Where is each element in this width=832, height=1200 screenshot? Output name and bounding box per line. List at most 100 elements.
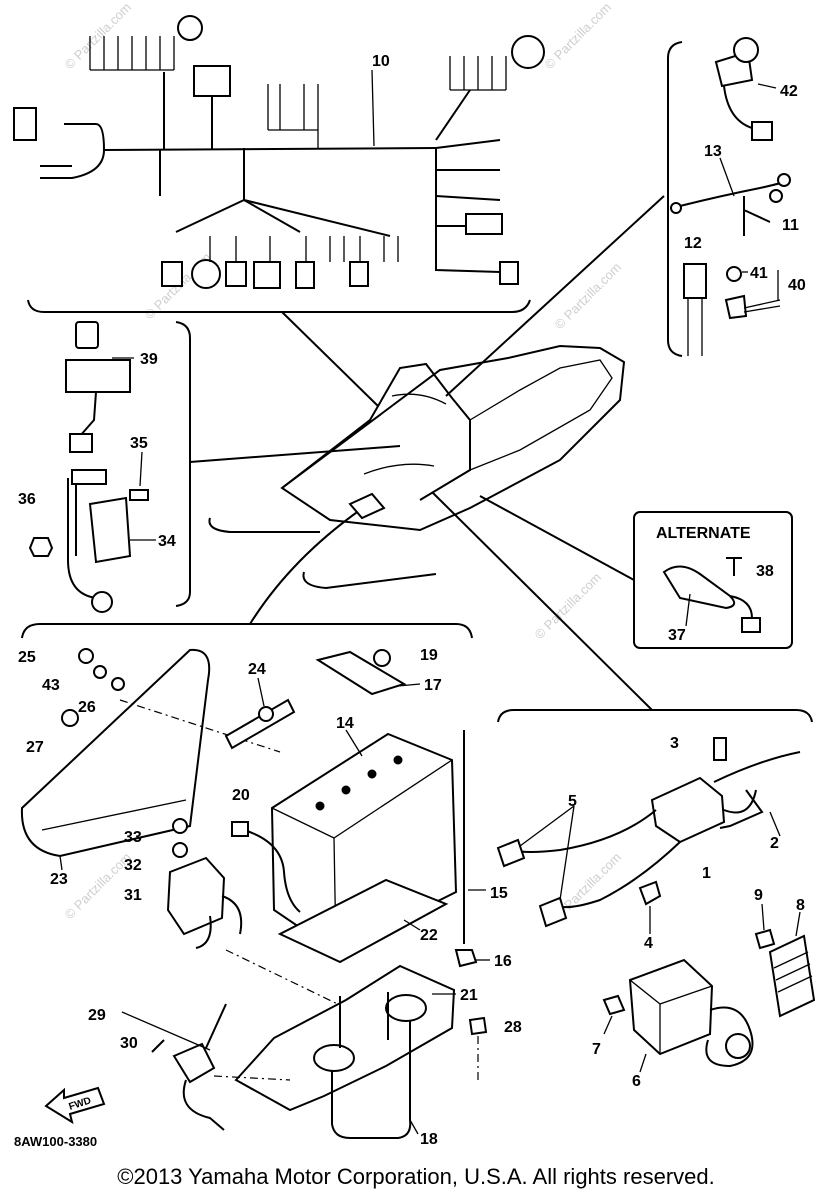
part-40-lamp	[724, 294, 748, 320]
part-14-cell-cap	[367, 769, 377, 779]
part-42-plug	[751, 121, 773, 141]
leader-line	[139, 451, 143, 487]
callout-label: 36	[18, 491, 36, 508]
leader-line	[257, 677, 265, 707]
snowmobile-outline	[208, 344, 626, 590]
part-13-terminal	[670, 202, 682, 214]
harness-connector	[465, 213, 503, 235]
front-arrow	[44, 1086, 106, 1125]
part-6-harness	[705, 1006, 754, 1068]
assembly-line	[119, 699, 281, 753]
callout-label: 15	[490, 885, 508, 902]
callout-label: 10	[372, 53, 390, 70]
watermark: © Partzilla.com	[62, 0, 135, 72]
alternate-parts	[662, 557, 761, 633]
right-panel-bracket	[667, 41, 683, 357]
part-41-bulb	[726, 266, 742, 282]
leader-line	[685, 593, 691, 627]
leader-line	[795, 911, 801, 937]
part-12-leads	[687, 298, 703, 356]
snowmobile-body	[280, 344, 626, 532]
callout-label: 20	[232, 787, 250, 804]
part-24-strap	[224, 698, 296, 750]
part-34-bracket	[71, 469, 107, 485]
part-14-cell-cap	[393, 755, 403, 765]
leader-line	[603, 1015, 613, 1035]
part-8-regulator	[768, 934, 816, 1018]
callout-label: 16	[494, 953, 512, 970]
callout-label: 17	[424, 677, 442, 694]
part-6-cdi-face	[629, 979, 713, 1054]
leader-line	[121, 1011, 211, 1051]
harness-connector	[295, 261, 315, 289]
part-13-cable	[679, 181, 785, 207]
callout-label: 26	[78, 699, 96, 716]
part-42-wire	[723, 85, 753, 129]
part-22-pad	[277, 878, 449, 964]
callout-label: 27	[26, 739, 44, 756]
pointer-line	[479, 495, 635, 581]
part-16-nut	[454, 949, 478, 968]
watermark: © Partzilla.com	[542, 0, 615, 72]
snowmobile-hood	[281, 362, 471, 501]
leader-line	[639, 1053, 647, 1073]
part-34-wires	[67, 478, 97, 599]
callout-label: 7	[592, 1041, 601, 1058]
callout-label: 13	[704, 143, 722, 160]
harness-connector	[253, 261, 281, 289]
callout-label: 6	[632, 1073, 641, 1090]
part-18-rod	[331, 1020, 412, 1139]
part-30-pin	[151, 1039, 165, 1053]
part-7-bolt	[602, 994, 626, 1016]
callout-label: 1	[702, 865, 711, 882]
left-panel-parts	[28, 321, 156, 613]
part-40-wire	[743, 299, 781, 313]
part-13-terminal	[769, 189, 783, 203]
watermark: © Partzilla.com	[532, 570, 605, 643]
part-38-screw	[726, 557, 742, 576]
part-28-bolt	[468, 1016, 488, 1036]
part-23-cover-edge	[41, 799, 187, 831]
part-29-switch	[172, 1042, 216, 1084]
part-29-wire	[182, 1003, 227, 1131]
part-9-bolt	[754, 928, 776, 950]
pointer-line	[249, 509, 361, 625]
callout-label: 33	[124, 829, 142, 846]
alternate-label: ALTERNATE	[656, 525, 751, 542]
callout-label: 29	[88, 1007, 106, 1024]
pointer-line	[189, 445, 401, 463]
leader-line	[409, 1119, 419, 1135]
part-39-plug	[69, 433, 93, 453]
leader-line	[397, 683, 421, 687]
assembly-line	[225, 949, 351, 1011]
snowmobile-ski	[302, 571, 437, 590]
part-26-washer	[111, 677, 125, 691]
callout-label: 30	[120, 1035, 138, 1052]
snowmobile-ski	[208, 517, 320, 533]
part-34-plug	[91, 591, 113, 613]
snowmobile-handlebar	[391, 393, 447, 405]
part-25-screw	[78, 648, 94, 664]
callout-label: 42	[780, 83, 798, 100]
ignition-area-parts	[496, 737, 816, 1073]
harness-branch	[243, 199, 301, 233]
part-20-terminal	[231, 821, 249, 837]
part-24-buckle	[258, 706, 274, 722]
harness-connector	[349, 261, 369, 287]
callout-label: 4	[644, 935, 653, 952]
leader-line	[769, 811, 781, 837]
part-12-relay	[683, 263, 707, 299]
harness-connector	[177, 15, 203, 41]
pointer-line	[431, 491, 653, 711]
part-11-clip	[743, 196, 771, 236]
callout-labels: 10 42 13 11 12 41 40 39 35 36 34 ALTERNA…	[14, 53, 806, 1149]
part-5-plug-lead	[555, 841, 681, 909]
assembly-line	[213, 1075, 291, 1081]
left-panel-bracket	[175, 321, 191, 607]
harness-pigtails	[209, 236, 399, 262]
harness-connector	[193, 65, 231, 97]
part-5-plug-cap	[538, 896, 568, 928]
pointer-line	[281, 311, 379, 407]
harness-connector	[225, 261, 247, 287]
callout-label: 11	[782, 217, 799, 234]
